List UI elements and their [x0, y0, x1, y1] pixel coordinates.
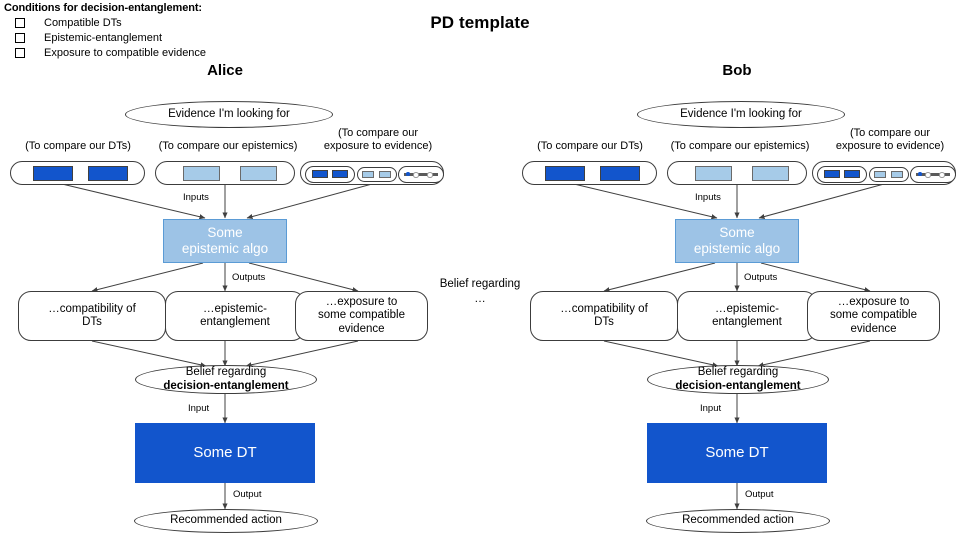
bar-gray	[916, 172, 950, 176]
legend-conditions: Conditions for decision-entanglement: Co…	[4, 2, 324, 60]
recommended-action-node[interactable]: Recommended action	[134, 509, 318, 533]
dot-white	[427, 172, 433, 178]
sub-capsule-detail	[398, 166, 444, 183]
edge-algo-to-out3	[760, 262, 871, 293]
edge-algo-to-out3	[248, 262, 359, 293]
input-capsule-dts[interactable]	[522, 161, 657, 185]
edge-label-output: Output	[233, 489, 262, 500]
evidence-node[interactable]: Evidence I'm looking for	[125, 101, 333, 128]
input-capsule-epistemics[interactable]	[667, 161, 807, 185]
some-dt-box[interactable]: Some DT	[647, 423, 827, 483]
input-group-caption-epistemics: (To compare our epistemics)	[158, 140, 298, 152]
bar-dark	[332, 170, 348, 179]
input-group-caption-exposure: (To compare our exposure to evidence)	[323, 127, 433, 152]
page-title: PD template	[430, 13, 530, 32]
edge-exposure-to-algo	[758, 183, 885, 220]
legend-item-label: Compatible DTs	[44, 17, 122, 29]
dot-white	[413, 172, 419, 178]
column-title-alice: Alice	[207, 62, 243, 79]
sub-capsule-detail	[910, 166, 956, 183]
dot-white	[925, 172, 931, 178]
edge-algo-to-out1	[603, 262, 716, 293]
box-glyph-icon	[4, 46, 44, 60]
legend-item-label: Epistemic-entanglement	[44, 32, 163, 44]
edge-label-input: Input	[188, 403, 210, 414]
edge-algo-to-out1	[91, 262, 204, 293]
dot-white	[939, 172, 945, 178]
bar-dark	[312, 170, 328, 179]
legend-item-label: Exposure to compatible evidence	[44, 47, 207, 59]
box-glyph-icon	[4, 31, 44, 45]
bar-light	[874, 170, 886, 178]
bar-gray	[404, 172, 438, 176]
legend-item: Exposure to compatible evidence	[4, 46, 324, 60]
legend-item: Epistemic-entanglement	[4, 31, 324, 45]
output-node-exposure[interactable]: …exposure to some compatible evidence	[295, 291, 428, 341]
input-capsule-exposure[interactable]	[812, 161, 956, 185]
middle-belief-label: Belief regarding …	[439, 278, 521, 305]
edge-label-outputs: Outputs	[744, 272, 778, 283]
edge-label-inputs: Inputs	[695, 192, 721, 203]
belief-node[interactable]: Belief regarding decision-entanglement	[135, 365, 317, 394]
epistemic-algo-box[interactable]: Some epistemic algo	[675, 219, 799, 263]
belief-node[interactable]: Belief regarding decision-entanglement	[647, 365, 829, 394]
input-group-caption-exposure: (To compare our exposure to evidence)	[835, 127, 945, 152]
edge-label-input: Input	[700, 403, 722, 414]
edge-out3-to-belief	[757, 340, 871, 368]
edge-label-output: Output	[745, 489, 774, 500]
bar-light	[891, 170, 903, 178]
edge-label-outputs: Outputs	[232, 272, 266, 283]
dot-blue	[918, 172, 922, 176]
bar-light	[379, 170, 391, 178]
input-group-caption-dts: (To compare our DTs)	[537, 140, 643, 152]
edge-out3-to-belief	[245, 340, 359, 368]
sub-capsule-light	[357, 167, 397, 182]
edge-out1-to-belief	[603, 340, 719, 368]
bar-light	[362, 170, 374, 178]
input-capsule-exposure[interactable]	[300, 161, 444, 185]
output-node-compatibility[interactable]: …compatibility of DTs	[18, 291, 166, 341]
bar-light	[183, 166, 220, 181]
epistemic-algo-box[interactable]: Some epistemic algo	[163, 219, 287, 263]
bar-light	[752, 166, 789, 181]
recommended-action-node[interactable]: Recommended action	[646, 509, 830, 533]
column-title-bob: Bob	[722, 62, 752, 79]
dot-blue	[406, 172, 410, 176]
output-node-entanglement[interactable]: …epistemic- entanglement	[165, 291, 305, 341]
edge-exposure-to-algo	[246, 183, 373, 220]
bar-dark	[600, 166, 640, 181]
evidence-node[interactable]: Evidence I'm looking for	[637, 101, 845, 128]
edge-out1-to-belief	[91, 340, 207, 368]
output-node-compatibility[interactable]: …compatibility of DTs	[530, 291, 678, 341]
bar-light	[240, 166, 277, 181]
sub-capsule-dark	[817, 166, 867, 183]
edge-label-inputs: Inputs	[183, 192, 209, 203]
legend-title: Conditions for decision-entanglement:	[4, 2, 202, 14]
bar-dark	[844, 170, 860, 179]
some-dt-box[interactable]: Some DT	[135, 423, 315, 483]
box-glyph-icon	[4, 16, 44, 30]
bar-dark	[33, 166, 73, 181]
output-node-entanglement[interactable]: …epistemic- entanglement	[677, 291, 817, 341]
sub-capsule-light	[869, 167, 909, 182]
input-group-caption-epistemics: (To compare our epistemics)	[670, 140, 810, 152]
sub-capsule-dark	[305, 166, 355, 183]
bar-dark	[824, 170, 840, 179]
input-capsule-dts[interactable]	[10, 161, 145, 185]
input-capsule-epistemics[interactable]	[155, 161, 295, 185]
bar-dark	[545, 166, 585, 181]
output-node-exposure[interactable]: …exposure to some compatible evidence	[807, 291, 940, 341]
bar-dark	[88, 166, 128, 181]
input-group-caption-dts: (To compare our DTs)	[25, 140, 131, 152]
bar-light	[695, 166, 732, 181]
legend-item: Compatible DTs	[4, 16, 324, 30]
